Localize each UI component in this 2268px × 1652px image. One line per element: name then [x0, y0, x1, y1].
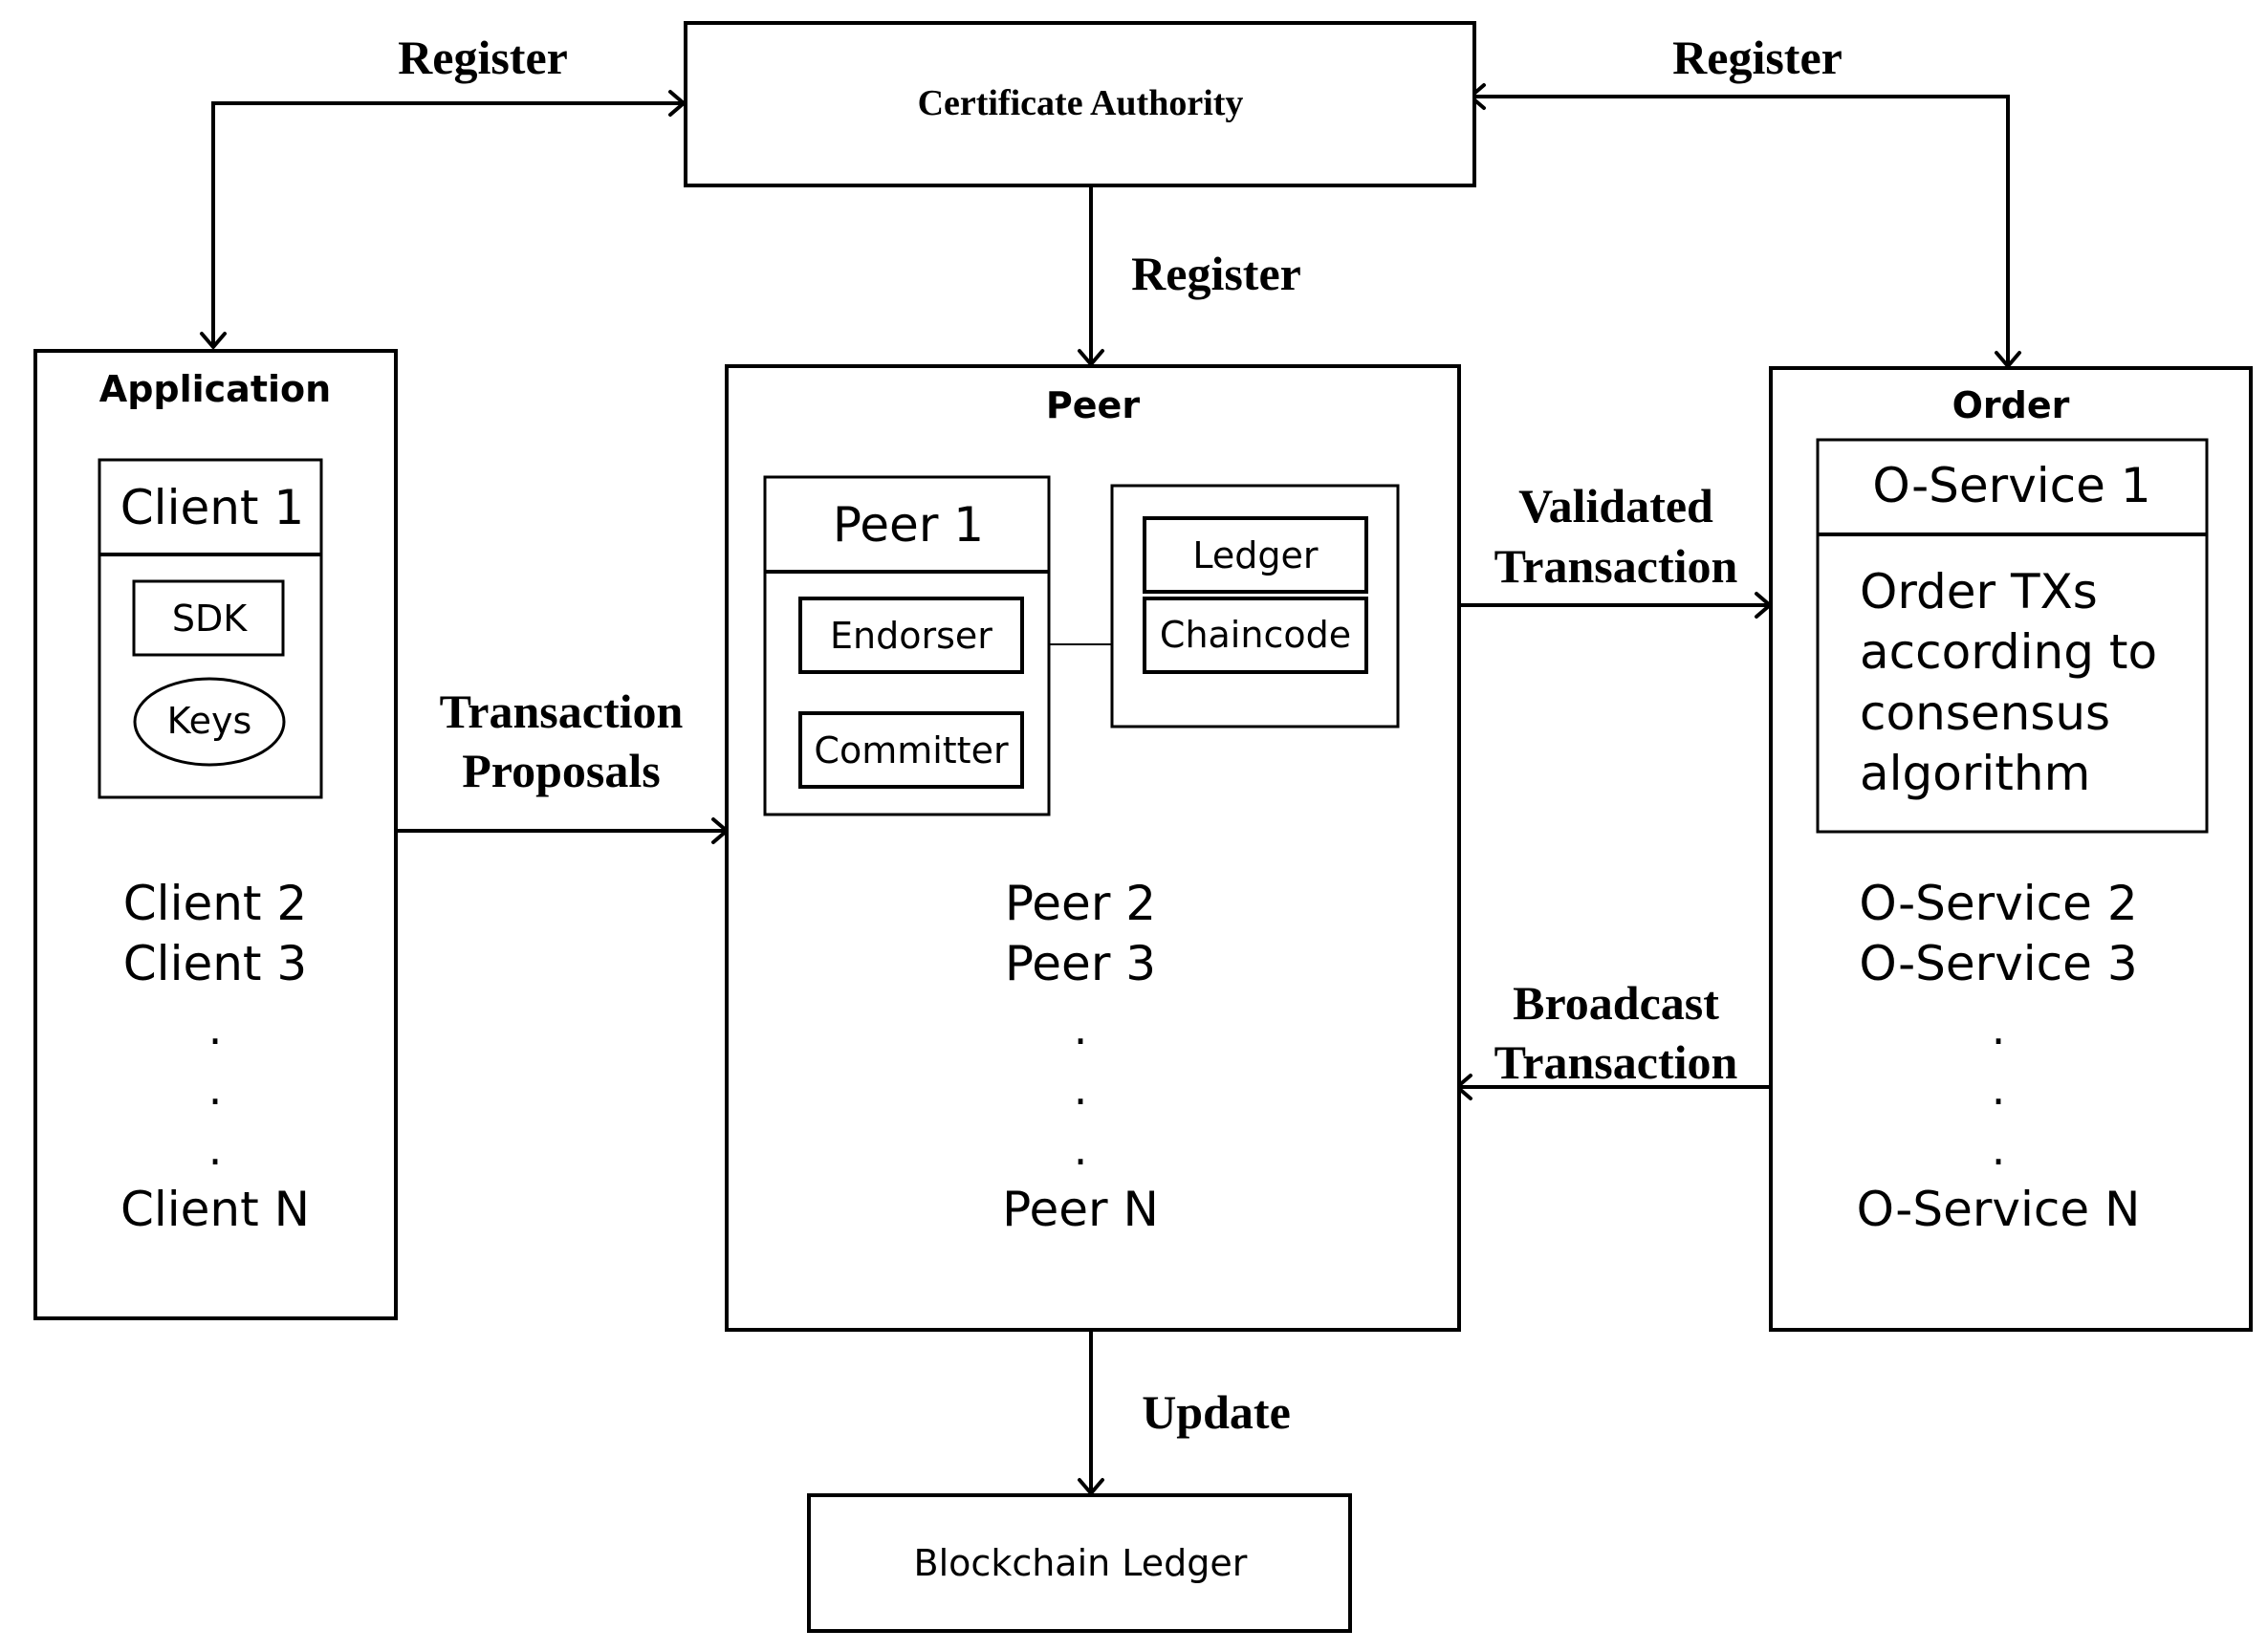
edge-label-register-app: Register — [398, 31, 568, 84]
edge-label-proposals-line1: Transaction — [440, 685, 684, 738]
certificate-authority-label: Certificate Authority — [918, 83, 1244, 123]
edge-label-proposals-line2: Proposals — [462, 744, 660, 797]
o-service-n-label: O-Service N — [1857, 1182, 2141, 1237]
ellipsis-dot: . — [208, 1063, 223, 1115]
keys-ellipse — [133, 677, 286, 767]
sdk-label: SDK — [172, 598, 248, 640]
client-2-label: Client 2 — [123, 876, 307, 931]
ellipsis-dot: . — [1992, 1123, 2006, 1175]
certificate-authority-node: Certificate Authority — [684, 21, 1476, 187]
application-title: Application — [99, 368, 331, 410]
endorser-box — [798, 597, 1024, 674]
ledger-chaincode-box: Ledger Chaincode — [1110, 484, 1400, 728]
edge-label-register-order: Register — [1672, 31, 1843, 84]
order-title: Order — [1952, 384, 2070, 426]
o-service-1-box: O-Service 1 Order TXs according to conse… — [1816, 438, 2209, 834]
peer-node: Peer Peer 1 Endorser Committer Ledger Ch… — [725, 364, 1461, 1332]
ellipsis-dot: . — [1074, 1003, 1088, 1054]
endorser-label: Endorser — [830, 615, 992, 657]
ellipsis-dot: . — [1992, 1003, 2006, 1054]
blockchain-ledger-node: Blockchain Ledger — [807, 1493, 1352, 1633]
edge-register-peer — [1078, 185, 1104, 366]
edge-validated-transaction — [1456, 592, 1772, 619]
client-n-label: Client N — [120, 1182, 310, 1237]
ellipsis-dot: . — [1992, 1063, 2006, 1115]
keys-label: Keys — [167, 700, 252, 742]
edge-transaction-proposals — [396, 817, 729, 844]
order-desc-line: algorithm — [1860, 746, 2090, 801]
o-service-1-label: O-Service 1 — [1872, 458, 2150, 513]
client-1-label: Client 1 — [120, 480, 304, 535]
ledger-label: Ledger — [1192, 534, 1319, 576]
ellipsis-dot: . — [208, 1123, 223, 1175]
peer-n-label: Peer N — [1002, 1182, 1159, 1237]
ledger-box — [1143, 516, 1368, 594]
order-desc-line: according to — [1860, 624, 2157, 680]
edge-register-order — [1469, 83, 2021, 368]
client-3-label: Client 3 — [123, 936, 307, 991]
order-node: Order O-Service 1 Order TXs according to… — [1769, 366, 2253, 1332]
edge-label-register-peer: Register — [1131, 247, 1301, 300]
ellipsis-dot: . — [1074, 1063, 1088, 1115]
peer-2-label: Peer 2 — [1005, 876, 1156, 931]
edge-label-update: Update — [1142, 1385, 1291, 1439]
ellipsis-dot: . — [208, 1003, 223, 1054]
edge-label-validated-line1: Validated — [1518, 479, 1713, 533]
client-1-box: Client 1 SDK Keys — [98, 458, 323, 799]
sdk-box — [132, 579, 285, 657]
edge-label-broadcast-line2: Transaction — [1494, 1035, 1738, 1089]
edge-label-broadcast-line1: Broadcast — [1513, 976, 1719, 1030]
committer-label: Committer — [814, 729, 1009, 772]
order-desc-line: Order TXs — [1860, 564, 2098, 620]
peer-title: Peer — [1046, 384, 1140, 426]
peer-1-label: Peer 1 — [833, 497, 984, 553]
edge-register-app — [200, 90, 686, 349]
ellipsis-dot: . — [1074, 1123, 1088, 1175]
chaincode-box — [1143, 597, 1368, 674]
o-service-2-label: O-Service 2 — [1859, 876, 2137, 931]
peer-1-box: Peer 1 Endorser Committer — [763, 475, 1051, 816]
chaincode-label: Chaincode — [1160, 614, 1351, 656]
order-desc-line: consensus — [1860, 685, 2110, 741]
edge-label-validated-line2: Transaction — [1494, 539, 1738, 593]
committer-box — [798, 711, 1024, 789]
edge-update — [1078, 1330, 1104, 1495]
application-node: Application Client 1 SDK Keys Client 2 C… — [33, 349, 398, 1320]
o-service-3-label: O-Service 3 — [1859, 936, 2137, 991]
blockchain-ledger-label: Blockchain Ledger — [914, 1542, 1248, 1584]
peer-3-label: Peer 3 — [1005, 936, 1156, 991]
